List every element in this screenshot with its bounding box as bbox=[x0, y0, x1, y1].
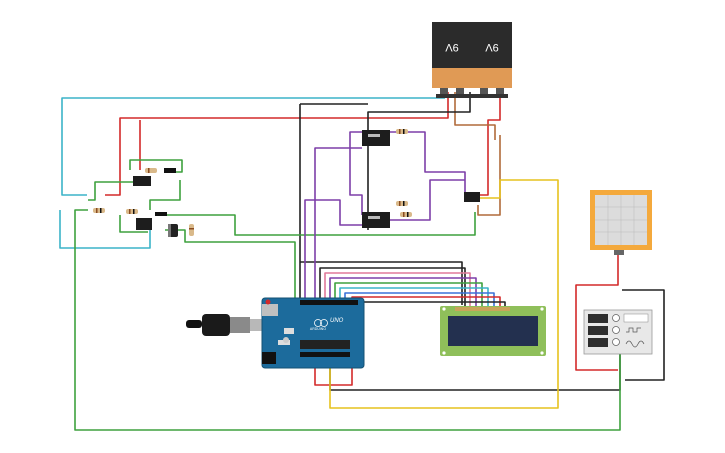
resistor[interactable] bbox=[145, 168, 157, 173]
battery-terminal-strip bbox=[436, 94, 508, 98]
wire-teal[interactable] bbox=[59, 210, 151, 249]
wire-green[interactable] bbox=[74, 209, 621, 431]
function-generator[interactable] bbox=[583, 309, 653, 355]
capacitor[interactable] bbox=[168, 224, 178, 237]
reset-button-icon[interactable] bbox=[265, 299, 271, 305]
arduino-logo-icon bbox=[320, 319, 328, 327]
lcd-screen bbox=[448, 316, 538, 346]
waveform-buttons[interactable] bbox=[623, 313, 649, 323]
usb-port bbox=[262, 304, 278, 316]
wire-green[interactable] bbox=[165, 212, 476, 236]
atmega-chip bbox=[300, 340, 350, 349]
board-model: ARDUINO bbox=[310, 327, 326, 331]
lcd-pin-header bbox=[455, 307, 510, 311]
wire-lcd-2[interactable] bbox=[324, 272, 471, 308]
wire-green[interactable] bbox=[129, 159, 183, 173]
analog-header bbox=[300, 352, 350, 357]
power-jack bbox=[262, 352, 276, 364]
resistor[interactable] bbox=[189, 224, 194, 236]
knob-icon[interactable] bbox=[612, 326, 620, 334]
wire-red[interactable] bbox=[575, 255, 619, 371]
battery-label: 9V bbox=[485, 41, 499, 53]
square-wave-icon[interactable] bbox=[626, 327, 641, 333]
battery-right[interactable]: 9V bbox=[472, 22, 512, 94]
wire-purple[interactable] bbox=[304, 199, 362, 300]
oscilloscope[interactable] bbox=[590, 190, 652, 255]
arduino-logo-icon bbox=[314, 319, 322, 327]
wire-lcd-5[interactable] bbox=[339, 287, 489, 308]
arduino-uno-board[interactable]: UNO ARDUINO bbox=[261, 297, 365, 369]
chip-left-bottom[interactable] bbox=[136, 218, 152, 230]
wire-layer bbox=[59, 92, 665, 431]
wire-black[interactable] bbox=[367, 92, 471, 230]
oscilloscope-grid bbox=[595, 195, 647, 245]
wire-lcd-6[interactable] bbox=[344, 292, 495, 308]
battery-left[interactable]: 9V bbox=[432, 22, 472, 94]
resistor[interactable] bbox=[400, 212, 412, 217]
board-brand: UNO bbox=[330, 318, 344, 324]
knob-icon[interactable] bbox=[612, 314, 620, 322]
resistor[interactable] bbox=[93, 208, 105, 213]
wire-black[interactable] bbox=[622, 289, 665, 381]
wire-yellow[interactable] bbox=[329, 179, 559, 409]
transistor[interactable] bbox=[164, 168, 176, 173]
diode[interactable] bbox=[155, 212, 167, 216]
wire-red[interactable] bbox=[105, 92, 449, 196]
usb-cable-icon[interactable] bbox=[186, 314, 266, 336]
wire-purple[interactable] bbox=[349, 131, 363, 215]
wire-teal[interactable] bbox=[61, 97, 445, 196]
wire-green[interactable] bbox=[149, 180, 181, 210]
lcd-display[interactable] bbox=[440, 306, 546, 356]
wire-brown[interactable] bbox=[454, 92, 496, 140]
digital-header bbox=[300, 300, 358, 305]
wire-green[interactable] bbox=[119, 215, 148, 233]
resistor[interactable] bbox=[126, 209, 138, 214]
sine-wave-icon[interactable] bbox=[625, 340, 645, 348]
relay-top[interactable] bbox=[362, 130, 390, 146]
wire-red[interactable] bbox=[478, 92, 501, 196]
chip-right[interactable] bbox=[464, 192, 480, 202]
wire-purple[interactable] bbox=[388, 179, 465, 221]
wire-purple[interactable] bbox=[314, 147, 362, 298]
wire-black[interactable] bbox=[300, 261, 463, 305]
wire-brown[interactable] bbox=[477, 135, 501, 216]
wire-lcd-4[interactable] bbox=[334, 282, 483, 308]
knob-icon[interactable] bbox=[612, 338, 620, 346]
relay-bottom[interactable] bbox=[362, 212, 390, 228]
wire-purple[interactable] bbox=[390, 131, 466, 195]
battery-label: 9V bbox=[445, 41, 459, 53]
wire-green[interactable] bbox=[88, 181, 135, 201]
resistor[interactable] bbox=[396, 201, 408, 206]
chip-left-top[interactable] bbox=[133, 176, 151, 186]
wire-green[interactable] bbox=[165, 229, 296, 300]
resistor[interactable] bbox=[396, 129, 408, 134]
